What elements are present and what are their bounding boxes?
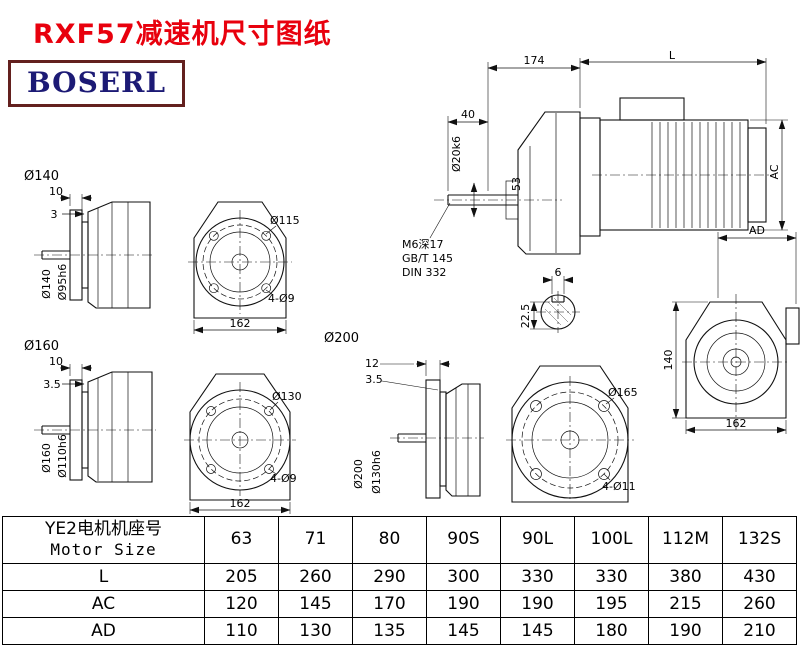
flange200-side-view: Ø200 12 3.5 Ø200 Ø130h6 — [324, 331, 484, 499]
flange160-side-view: Ø160 10 3.5 Ø160 Ø110h6 — [24, 339, 156, 483]
size-cell: 63 — [204, 516, 279, 564]
value-cell: 190 — [426, 590, 501, 618]
flange140-thickness-label: 10 — [49, 185, 63, 198]
flange200-front-view: Ø165 4-Ø11 — [506, 365, 638, 503]
table-row-L: L 205 260 290 300 330 330 380 430 — [2, 563, 797, 591]
flange200-holes-label: 4-Ø11 — [602, 480, 636, 493]
brand-logo-text: BOSERL — [27, 66, 167, 99]
flange140-width-label: 162 — [230, 317, 251, 330]
table-row-AD: AD 110 130 135 145 145 180 190 210 — [2, 617, 797, 645]
flange200-outer-label: Ø200 — [352, 459, 365, 489]
value-cell: 215 — [648, 590, 723, 618]
shaft-diameter-label: Ø20k6 — [450, 136, 463, 172]
flange200-bolt-circle-label: Ø165 — [608, 386, 638, 399]
value-cell: 170 — [352, 590, 427, 618]
flange160-bolt-circle-label: Ø130 — [272, 390, 302, 403]
dim-AD-label: AD — [749, 224, 765, 237]
dim-53-label: 53 — [510, 177, 523, 191]
key-width-label: 6 — [555, 266, 562, 279]
value-cell: 300 — [426, 563, 501, 591]
motor-size-table: YE2电机机座号 Motor Size 63 71 80 90S 90L 100… — [2, 516, 797, 645]
flange140-holes-label: 4-Ø9 — [268, 292, 295, 305]
size-cell: 100L — [574, 516, 649, 564]
flange160-holes-label: 4-Ø9 — [270, 472, 297, 485]
value-cell: 260 — [722, 590, 797, 618]
dim-L-label: L — [669, 50, 676, 62]
size-cell: 112M — [648, 516, 723, 564]
value-cell: 110 — [204, 617, 279, 645]
flange160-spigot-label: Ø110h6 — [56, 434, 69, 478]
flange140-outer-label: Ø140 — [40, 269, 53, 299]
dim-40-label: 40 — [461, 108, 475, 121]
row-label-cell: AD — [2, 617, 205, 645]
size-cell: 90S — [426, 516, 501, 564]
value-cell: 290 — [352, 563, 427, 591]
value-cell: 190 — [500, 590, 575, 618]
standard-gb-label: GB/T 145 — [402, 252, 453, 265]
technical-drawing-canvas: 40 174 L Ø20k6 53 AC M6深17 GB/T 145 DIN … — [24, 50, 800, 514]
dim-174-label: 174 — [524, 54, 545, 67]
value-cell: 380 — [648, 563, 723, 591]
flange160-front-view: Ø130 4-Ø9 162 — [184, 373, 302, 514]
brand-logo: BOSERL — [8, 60, 186, 107]
motor-size-header-cell: YE2电机机座号 Motor Size — [2, 516, 205, 564]
value-cell: 430 — [722, 563, 797, 591]
header-en: Motor Size — [50, 540, 157, 559]
flange200-spigot-label: Ø130h6 — [370, 450, 383, 494]
value-cell: 330 — [500, 563, 575, 591]
row-label-cell: L — [2, 563, 205, 591]
flange200-thickness-label: 12 — [365, 357, 379, 370]
size-cell: 80 — [352, 516, 427, 564]
flange160-outer-label: Ø160 — [40, 443, 53, 473]
size-cell: 71 — [278, 516, 353, 564]
standard-din-label: DIN 332 — [402, 266, 446, 279]
flange140-spigot-label: Ø95h6 — [56, 264, 69, 301]
table-row-AC: AC 120 145 170 190 190 195 215 260 — [2, 590, 797, 618]
flange140-step-label: 3 — [51, 208, 58, 221]
value-cell: 135 — [352, 617, 427, 645]
tap-hole-label: M6深17 — [402, 238, 444, 251]
flange140-side-view: Ø140 10 3 Ø140 Ø95h6 — [24, 169, 154, 309]
page-title: RXF57减速机尺寸图纸 — [33, 19, 332, 50]
dim-162-label: 162 — [726, 417, 747, 430]
dim-AC-label: AC — [768, 164, 781, 179]
flange140-title: Ø140 — [24, 169, 59, 184]
flange160-thickness-label: 10 — [49, 355, 63, 368]
value-cell: 205 — [204, 563, 279, 591]
flange140-bolt-circle-label: Ø115 — [270, 214, 300, 227]
table-header-row: YE2电机机座号 Motor Size 63 71 80 90S 90L 100… — [2, 516, 797, 564]
rear-view-drawing: AD 140 162 — [662, 224, 800, 434]
value-cell: 130 — [278, 617, 353, 645]
value-cell: 260 — [278, 563, 353, 591]
row-label-cell: AC — [2, 590, 205, 618]
value-cell: 195 — [574, 590, 649, 618]
flange200-step-label: 3.5 — [365, 373, 383, 386]
value-cell: 145 — [500, 617, 575, 645]
size-cell: 132S — [722, 516, 797, 564]
side-view-drawing: 40 174 L Ø20k6 53 AC M6深17 GB/T 145 DIN … — [402, 50, 788, 279]
value-cell: 120 — [204, 590, 279, 618]
value-cell: 145 — [278, 590, 353, 618]
value-cell: 330 — [574, 563, 649, 591]
flange160-title: Ø160 — [24, 339, 59, 354]
value-cell: 180 — [574, 617, 649, 645]
flange160-width-label: 162 — [230, 497, 251, 510]
header-cn: YE2电机机座号 — [45, 518, 162, 539]
flange160-step-label: 3.5 — [43, 378, 61, 391]
key-depth-label: 22.5 — [519, 304, 532, 329]
shaft-section-drawing: 6 22.5 — [519, 266, 580, 333]
flange200-title: Ø200 — [324, 331, 359, 346]
value-cell: 190 — [648, 617, 723, 645]
flange140-front-view: Ø115 4-Ø9 162 — [188, 201, 300, 334]
dim-140-label: 140 — [662, 350, 675, 371]
size-cell: 90L — [500, 516, 575, 564]
value-cell: 145 — [426, 617, 501, 645]
value-cell: 210 — [722, 617, 797, 645]
